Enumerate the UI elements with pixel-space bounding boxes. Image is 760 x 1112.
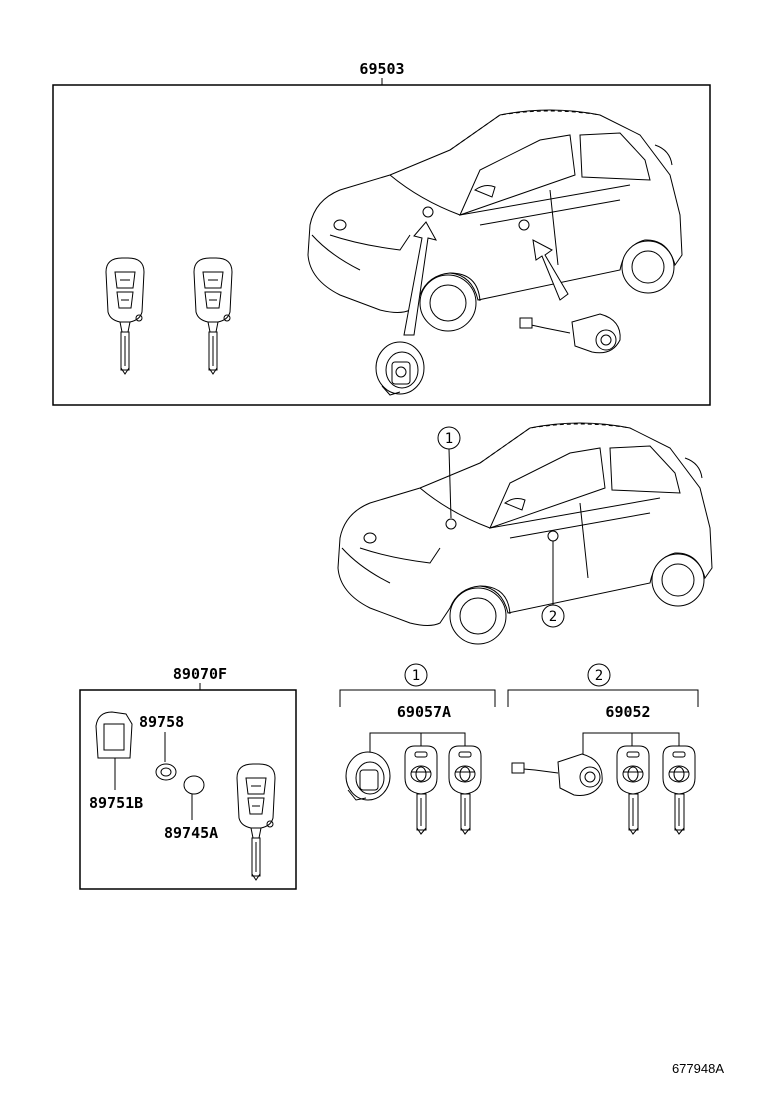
- case-cover: [95, 711, 133, 790]
- key: [662, 745, 696, 835]
- svg-text:1: 1: [445, 431, 453, 447]
- part-number-transmitter-housing: 89758: [139, 713, 184, 731]
- part-number-battery: 89745A: [164, 824, 218, 842]
- svg-text:1: 1: [412, 668, 420, 684]
- part-number-lock-set-2: 69052: [605, 703, 650, 721]
- part-number-lock-set-1: 69057A: [397, 703, 451, 721]
- door-lock-cylinder: [519, 313, 621, 354]
- vehicle-illustration: [307, 109, 683, 332]
- assembly-box: [52, 84, 711, 406]
- reference-code: 677948A: [672, 1061, 724, 1076]
- part-number-case-cover: 89751B: [89, 794, 143, 812]
- key: [616, 745, 650, 835]
- svg-text:2: 2: [595, 668, 603, 684]
- callout-2-top: 2: [541, 530, 565, 628]
- callout-1-set: 1: [404, 663, 428, 687]
- ignition-arrow: [403, 206, 437, 336]
- bracket-set-2: [507, 689, 699, 707]
- door-lock-cylinder: [511, 753, 603, 796]
- bracket-set-1: [339, 689, 496, 707]
- key: [448, 745, 482, 835]
- ignition-lock-cylinder: [345, 751, 391, 801]
- callout-1-top: 1: [437, 426, 461, 530]
- vehicle-illustration-callouts: [337, 422, 713, 645]
- key-set-box: [79, 689, 297, 890]
- svg-text:2: 2: [549, 609, 557, 625]
- remote-key-fob: [236, 763, 276, 881]
- battery: [183, 775, 205, 795]
- key: [404, 745, 438, 835]
- part-number-key-set: 89070F: [173, 665, 227, 683]
- remote-key-fob: [105, 257, 145, 375]
- part-number-assembly: 69503: [359, 60, 404, 78]
- ignition-lock-cylinder: [375, 341, 425, 396]
- o-ring: [155, 763, 177, 781]
- door-arrow: [518, 219, 569, 301]
- callout-2-set: 2: [587, 663, 611, 687]
- remote-key-fob: [193, 257, 233, 375]
